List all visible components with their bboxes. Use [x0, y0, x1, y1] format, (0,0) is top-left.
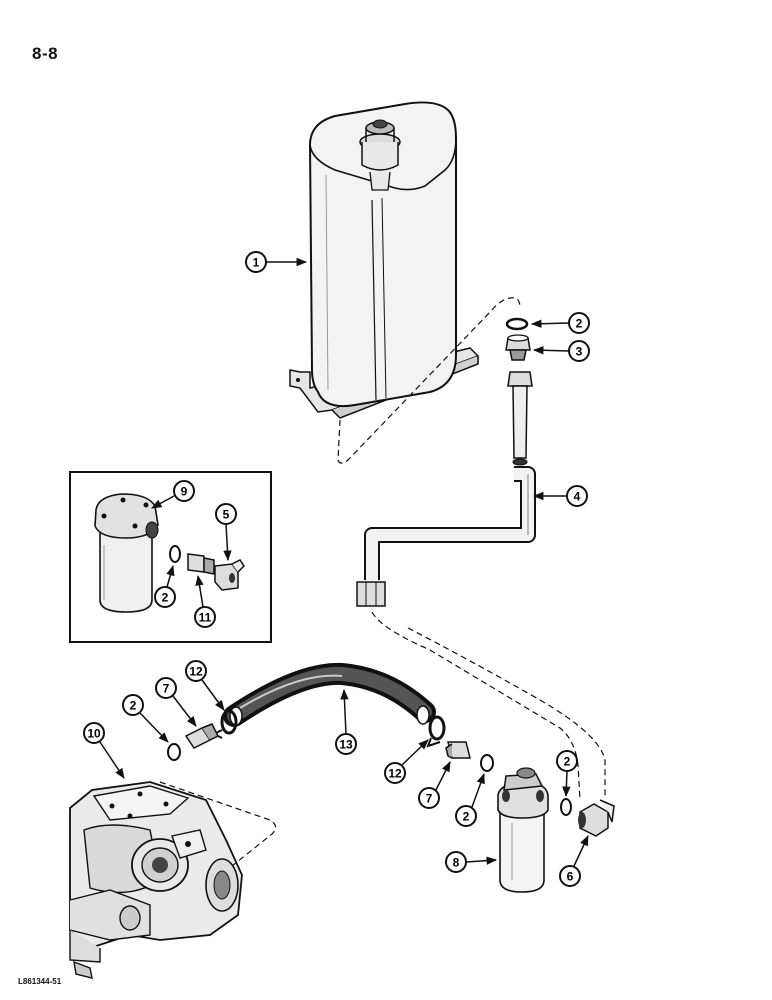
dashed-leader-reservoir-outlet: [337, 297, 521, 464]
adapter-fitting-part: [505, 334, 531, 361]
callout-3: 3: [532, 340, 590, 362]
callout-label: 1: [253, 256, 260, 270]
dashed-leader-right: [407, 627, 606, 798]
callout-2-reservoir: 2: [530, 312, 590, 334]
callout-label: 9: [181, 485, 188, 499]
hydraulic-pump-part: [69, 781, 243, 979]
o-ring-part: [505, 317, 529, 331]
callout-13: 13: [335, 688, 357, 755]
callout-label: 2: [130, 699, 137, 713]
callout-6: 6: [559, 835, 589, 887]
callout-4: 4: [532, 485, 588, 507]
in-line-filter-part: [497, 767, 549, 893]
inset-connector-fitting-part: [187, 553, 215, 575]
o-ring-left-part: [167, 743, 181, 761]
hydraulic-reservoir-tank: [289, 101, 480, 419]
callout-label: 13: [339, 738, 353, 752]
callout-7-right: 7: [418, 761, 451, 809]
callout-label: 12: [388, 767, 402, 781]
inset-elbow-fitting-part: [214, 559, 245, 591]
callout-5: 5: [215, 503, 237, 562]
callout-2-filter-right: 2: [556, 750, 578, 798]
o-ring-right-part: [480, 754, 494, 772]
dashed-leader-tube-to-filter: [371, 611, 581, 801]
callout-7-left: 7: [155, 677, 197, 727]
callout-10: 10: [83, 722, 125, 779]
callout-2-pump-side: 2: [122, 694, 169, 743]
callout-label: 8: [453, 856, 460, 870]
callout-label: 10: [87, 727, 101, 741]
hydraulic-hose-part: [223, 662, 436, 727]
callout-11: 11: [194, 574, 216, 628]
suction-filter-part: [94, 493, 159, 613]
o-ring-elbow-part: [560, 798, 572, 816]
callout-1: 1: [245, 251, 308, 273]
callout-label: 4: [574, 490, 581, 504]
hose-connector-fitting-right-part: [445, 741, 471, 759]
callout-label: 12: [189, 665, 203, 679]
callout-label: 7: [163, 682, 170, 696]
callout-label: 5: [223, 508, 230, 522]
inset-detail-box: [69, 471, 272, 643]
callout-12-left: 12: [185, 660, 225, 711]
callout-label: 2: [576, 317, 583, 331]
dashed-leader-pump-inlet: [159, 781, 277, 867]
callout-label: 3: [576, 345, 583, 359]
callout-2-filter-left: 2: [455, 773, 485, 827]
inset-o-ring-part: [169, 545, 181, 563]
hydraulic-tube-part: [356, 371, 536, 607]
callout-label: 6: [567, 870, 574, 884]
elbow-fitting-part: [578, 799, 615, 837]
callout-12-right: 12: [384, 739, 429, 784]
figure-code: L861344-51: [18, 977, 62, 986]
callout-label: 11: [199, 611, 212, 625]
callout-2-inset: 2: [154, 564, 176, 608]
callout-9: 9: [151, 480, 195, 509]
hose-clamp-part-right: [426, 715, 446, 748]
callout-8: 8: [445, 851, 498, 873]
callout-label: 2: [564, 755, 571, 769]
callout-label: 2: [463, 810, 470, 824]
callout-label: 7: [426, 792, 433, 806]
callout-label: 2: [162, 591, 169, 605]
hose-connector-fitting-left-part: [184, 723, 220, 749]
page-number: 8-8: [32, 44, 59, 63]
